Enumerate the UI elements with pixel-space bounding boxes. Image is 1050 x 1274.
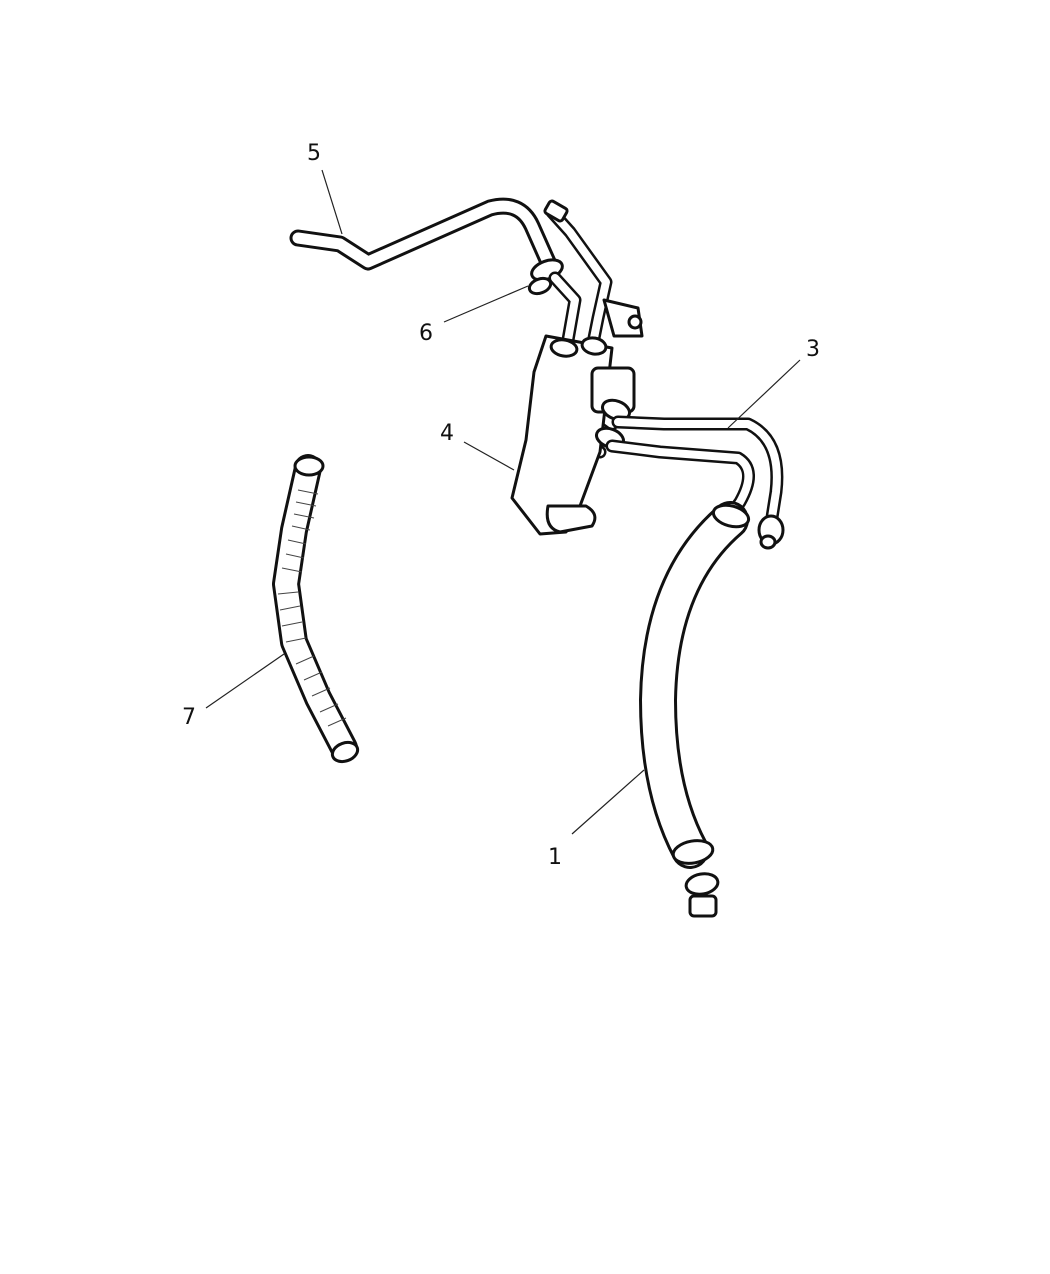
part-7-corrugated-hose[interactable] [272, 454, 360, 765]
callout-6: 6 [419, 321, 433, 346]
leader-6 [443, 285, 529, 323]
callout-3: 3 [806, 337, 820, 362]
leader-lines [205, 169, 801, 835]
leader-5 [321, 169, 343, 235]
leader-7 [205, 653, 285, 709]
mounting-bracket [602, 298, 644, 338]
part-1-hose[interactable] [639, 501, 751, 918]
callout-7: 7 [182, 705, 196, 730]
leader-3 [727, 359, 801, 429]
callout-5: 5 [307, 141, 321, 166]
leader-1 [571, 769, 645, 835]
part-4-cooler[interactable] [510, 334, 636, 536]
callout-labels: 5 6 3 4 7 1 [182, 141, 820, 870]
part-3-lines[interactable] [605, 415, 785, 550]
part-5-tube[interactable] [289, 197, 557, 271]
callout-4: 4 [440, 421, 454, 446]
corrugation-ribs [277, 489, 347, 727]
callout-1: 1 [548, 845, 562, 870]
leader-4 [463, 441, 515, 471]
